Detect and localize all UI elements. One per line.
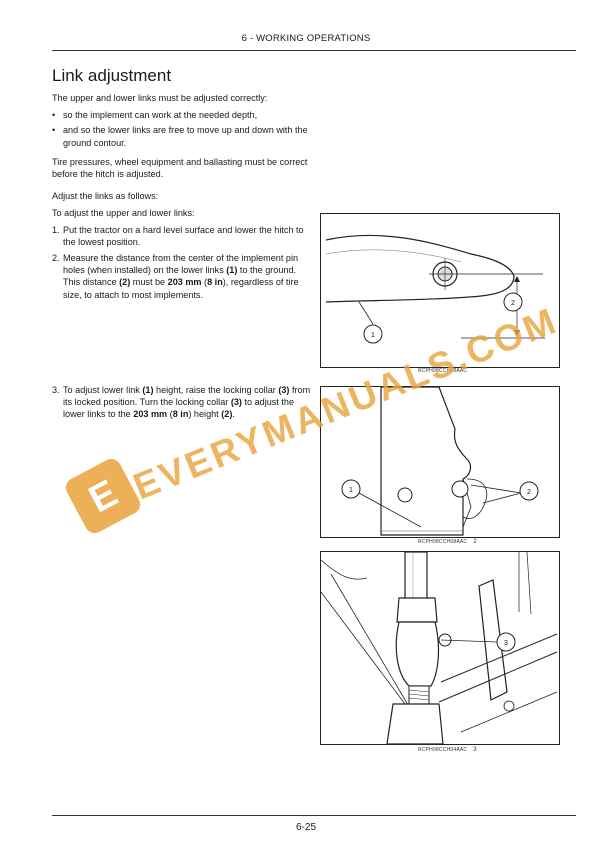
figure-caption: RCPH08CCH04AAC 3 bbox=[418, 747, 477, 753]
callout-label: 2 bbox=[527, 489, 531, 496]
list-item: so the implement can work at the needed … bbox=[52, 109, 314, 121]
callout-1 bbox=[363, 324, 383, 344]
figure-caption: RCPH08CCH08AAC 2 bbox=[418, 539, 477, 545]
figure-number: 3 bbox=[473, 747, 477, 753]
section-title: Link adjustment bbox=[52, 66, 172, 85]
step-text: Put the tractor on a hard level surface … bbox=[63, 224, 304, 247]
running-header: 6 - WORKING OPERATIONS bbox=[241, 33, 371, 44]
requirements-list: so the implement can work at the needed … bbox=[52, 109, 314, 149]
watermark-logo: E bbox=[65, 458, 141, 534]
header-rule bbox=[52, 50, 576, 51]
figure-code: RCPH08CCH08AAC bbox=[418, 368, 468, 374]
callout-2 bbox=[519, 481, 539, 501]
callout-label: 2 bbox=[511, 300, 515, 307]
step-text: Measure the distance from the center of … bbox=[63, 253, 299, 300]
figure-locking-collar: 3 bbox=[320, 551, 560, 745]
callout-label: 1 bbox=[371, 332, 375, 339]
figure-lower-link-height: 1 2 bbox=[320, 386, 560, 538]
list-item: and so the lower links are free to move … bbox=[52, 124, 314, 148]
steps-list-continued: 3. To adjust lower link (1) height, rais… bbox=[52, 384, 314, 421]
intro-block: The upper and lower links must be adjust… bbox=[52, 92, 314, 305]
figure-caption: RCPH08CCH08AAC bbox=[418, 368, 473, 374]
step-3: 3. To adjust lower link (1) height, rais… bbox=[52, 384, 314, 421]
steps-list: 1. Put the tractor on a hard level surfa… bbox=[52, 224, 314, 301]
callout-label: 3 bbox=[504, 640, 508, 647]
figure-code: RCPH08CCH08AAC bbox=[418, 539, 468, 545]
step-number: 2. bbox=[52, 253, 60, 264]
link-measurement-illustration: 1 2 bbox=[325, 234, 545, 344]
figure-lower-link-measurement: 1 2 bbox=[320, 213, 560, 368]
intro-paragraph: The upper and lower links must be adjust… bbox=[52, 93, 268, 103]
step-2: 2. Measure the distance from the center … bbox=[52, 252, 314, 301]
adjust-subintro: To adjust the upper and lower links: bbox=[52, 208, 195, 219]
callout-2 bbox=[503, 292, 523, 312]
callout-label: 1 bbox=[349, 487, 353, 494]
callout-1 bbox=[341, 479, 361, 499]
lower-link-illustration: 1 2 bbox=[341, 387, 539, 536]
step-text: To adjust lower link (1) height, raise t… bbox=[63, 385, 311, 420]
step-number: 1. bbox=[52, 224, 60, 235]
locking-collar-illustration: 3 bbox=[321, 552, 558, 744]
footer-rule bbox=[52, 815, 576, 816]
step-number: 3. bbox=[52, 385, 60, 395]
figure-number: 2 bbox=[473, 539, 477, 545]
step-1: 1. Put the tractor on a hard level surfa… bbox=[52, 224, 314, 248]
svg-text:E: E bbox=[82, 472, 124, 521]
callout-3 bbox=[496, 632, 516, 652]
tire-note: Tire pressures, wheel equipment and ball… bbox=[52, 156, 308, 180]
step-3-block: 3. To adjust lower link (1) height, rais… bbox=[52, 384, 314, 425]
page-number: 6-25 bbox=[295, 822, 316, 833]
figure-code: RCPH08CCH04AAC bbox=[418, 747, 468, 753]
adjust-intro: Adjust the links as follows: bbox=[52, 191, 159, 202]
